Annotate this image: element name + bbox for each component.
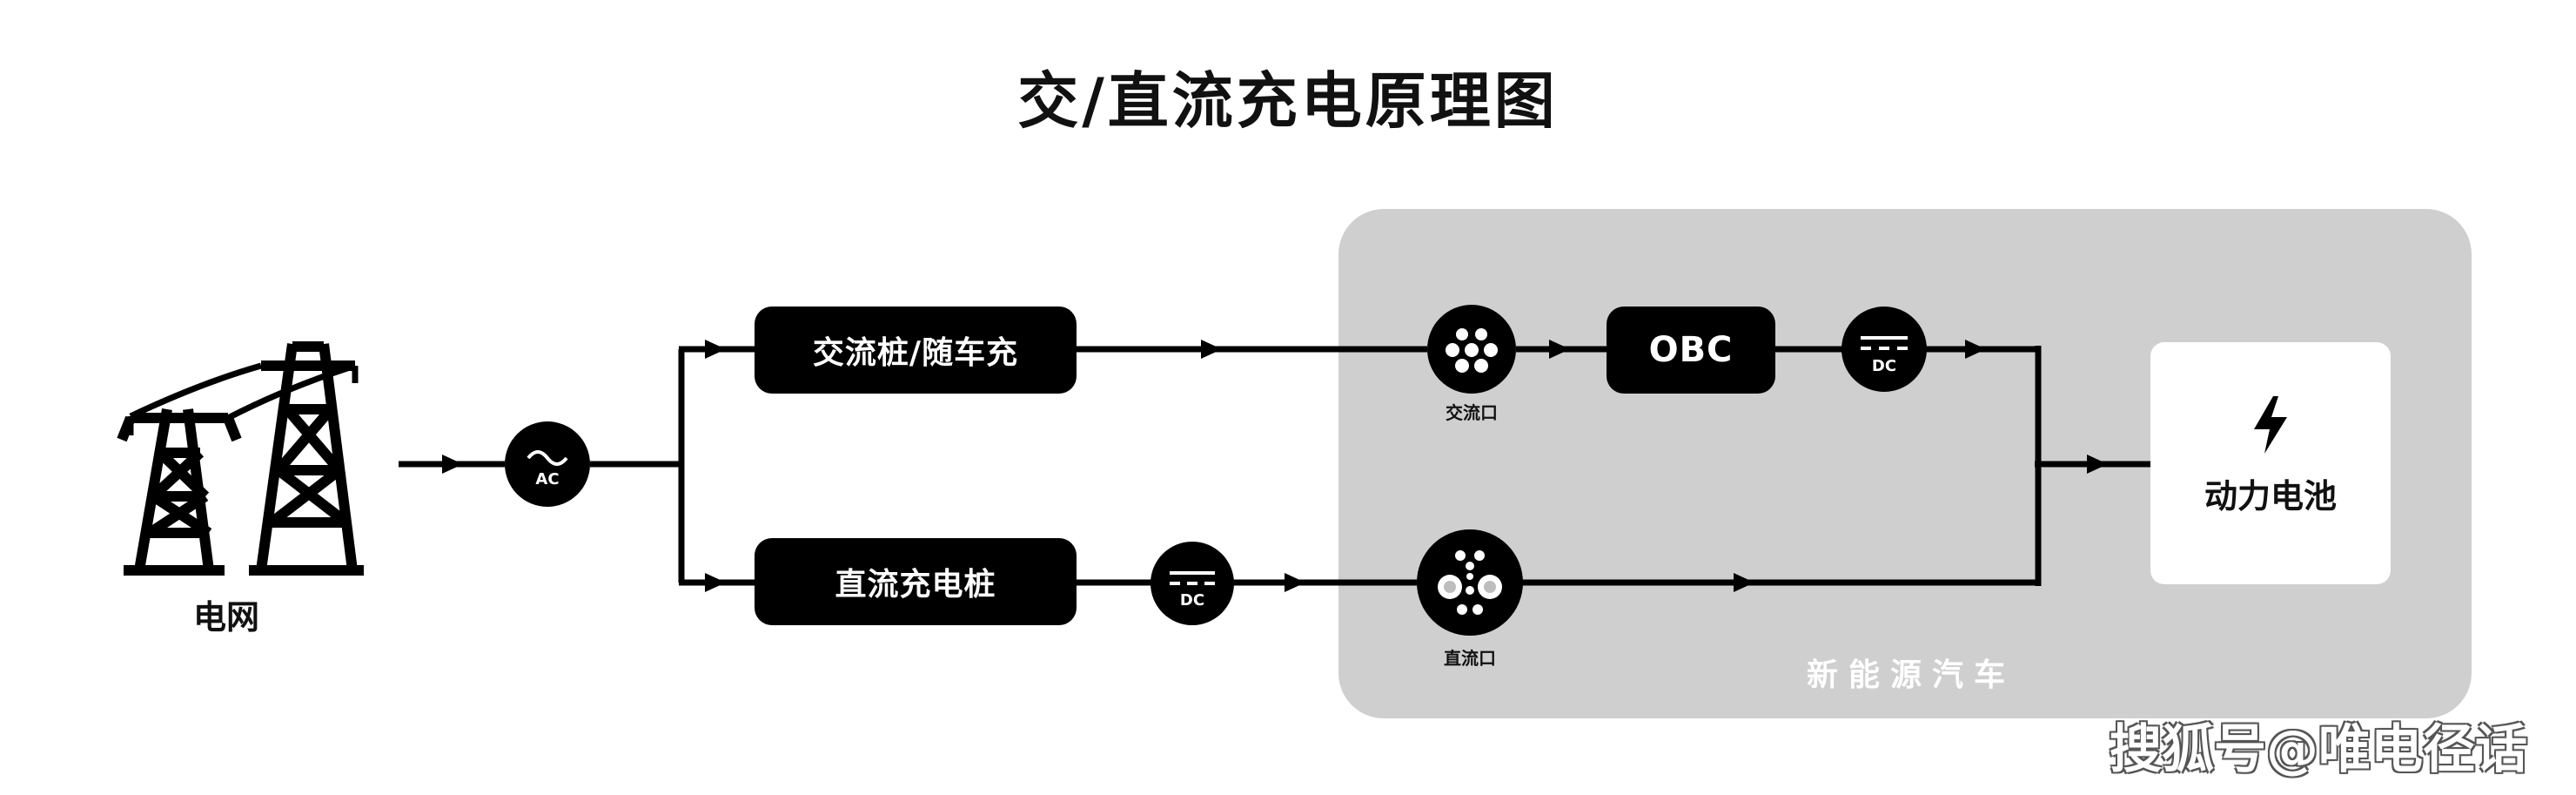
- arrow-dc-port-out: [1734, 573, 1754, 592]
- dc-port-label: 直流口: [1444, 648, 1496, 669]
- ac-symbol-label: AC: [535, 470, 560, 488]
- arrow-dc-out: [1965, 340, 1986, 359]
- dc-port-node: [1417, 529, 1523, 636]
- power-tower-icon: [117, 341, 364, 576]
- dc-inside-label: DC: [1871, 357, 1897, 375]
- arrow-ac-pile-in: [705, 340, 726, 359]
- diagram-title: 交/直流充电原理图: [1017, 65, 1559, 137]
- dc-pile-box: 直流充电桩: [755, 538, 1077, 625]
- battery-box: 动力电池: [2150, 342, 2391, 584]
- arrow-ac-port-out: [1549, 340, 1570, 359]
- dc-converter-outside-node: DC: [1150, 542, 1234, 625]
- dc-symbol-icon: [1170, 571, 1215, 585]
- arrow-to-battery: [2087, 455, 2108, 474]
- arrow-grid: [442, 455, 463, 474]
- watermark: 搜狐号@唯电径话: [2110, 719, 2527, 780]
- battery-label: 动力电池: [2204, 477, 2337, 515]
- dc-charging-port-icon: [1438, 550, 1502, 615]
- ev-vehicle-label: 新能源汽车: [1807, 657, 2016, 693]
- grid-label: 电网: [192, 598, 259, 637]
- arrow-ac-pile-out: [1201, 340, 1222, 359]
- dc-symbol-icon: [1861, 336, 1908, 350]
- dc-pile-label: 直流充电桩: [835, 567, 996, 603]
- ac-charging-port-icon: [1446, 328, 1498, 373]
- dc-outside-label: DC: [1179, 591, 1205, 610]
- ac-pile-label: 交流桩/随车充: [812, 335, 1019, 371]
- ac-symbol-node: AC: [505, 421, 590, 507]
- ac-port-node: [1427, 305, 1516, 394]
- obc-box: OBC: [1607, 307, 1775, 394]
- lightning-bolt-icon: [2254, 396, 2287, 454]
- arrow-dc-pile-in: [705, 573, 726, 592]
- dc-converter-inside-node: DC: [1841, 307, 1927, 392]
- ac-pile-box: 交流桩/随车充: [755, 307, 1077, 394]
- ac-port-label: 交流口: [1446, 402, 1498, 423]
- sine-wave-icon: [527, 450, 568, 466]
- arrow-dc-outside-out: [1285, 573, 1305, 592]
- obc-label: OBC: [1648, 330, 1734, 370]
